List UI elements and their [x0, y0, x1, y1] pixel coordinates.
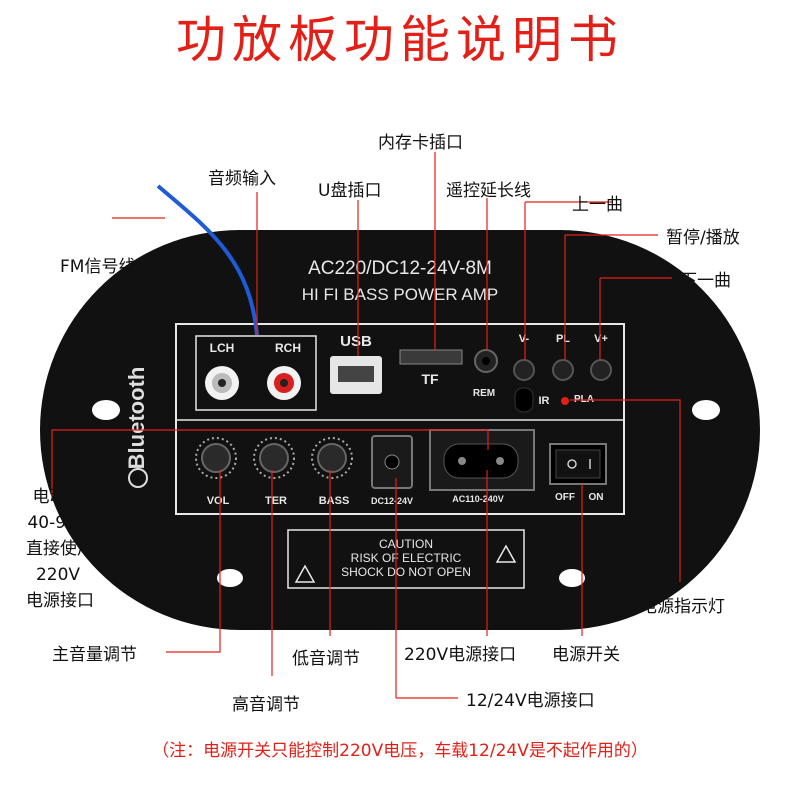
mount-hole-bl — [217, 569, 243, 587]
leader-lines — [51, 152, 681, 699]
warning-icon-left — [294, 564, 316, 583]
label-audio-in: 音频输入 — [208, 169, 276, 189]
power-led — [561, 397, 569, 405]
mount-hole-br — [559, 569, 585, 587]
label-ebike-1: 电动车 — [32, 487, 84, 507]
caution-line-1: CAUTION — [379, 537, 433, 551]
label-dc-port: 12/24V电源接口 — [466, 691, 595, 711]
bass-knob — [311, 437, 353, 479]
dc-label: DC12-24V — [371, 496, 413, 506]
treble-knob — [253, 437, 295, 479]
bluetooth-icon — [128, 468, 148, 488]
page-title: 功放板功能说明书 — [176, 11, 624, 69]
vplus-label: V+ — [594, 333, 608, 345]
rch-label: RCH — [275, 341, 301, 355]
label-usb-port: U盘插口 — [318, 181, 382, 201]
label-bass-adj: 低音调节 — [292, 649, 360, 669]
label-ebike-4: 220V — [35, 565, 81, 585]
caution-line-3: SHOCK DO NOT OPEN — [341, 565, 471, 579]
label-treble-adj: 高音调节 — [232, 695, 300, 715]
vminus-label: V- — [519, 333, 530, 345]
prev-button — [513, 359, 535, 381]
play-pause-button — [552, 359, 574, 381]
off-label: OFF — [555, 492, 575, 503]
pl-label: PL — [556, 333, 570, 345]
next-button — [590, 359, 612, 381]
front-panel — [175, 323, 625, 515]
label-ebike-group: 电动车 40-90V 直接使用 220V 电源接口 — [26, 484, 94, 614]
brand-text: Bluetooth — [124, 367, 149, 470]
label-ac-port: 220V电源接口 — [404, 645, 517, 665]
spec-line-1: AC220/DC12-24V-8M — [308, 258, 492, 279]
vol-knob — [195, 437, 237, 479]
footnote: （注：电源开关只能控制220V电压，车载12/24V是不起作用的） — [152, 741, 648, 761]
ir-sensor — [514, 387, 534, 413]
warning-icon-right — [495, 544, 517, 563]
label-ebike-2: 40-90V — [27, 513, 89, 533]
on-label: ON — [589, 492, 604, 503]
label-ebike-3: 直接使用 — [26, 539, 94, 559]
label-power-led: 电源指示灯 — [640, 597, 725, 617]
label-master-vol: 主音量调节 — [52, 645, 137, 665]
mount-hole-tl — [92, 400, 120, 420]
lch-label: LCH — [210, 341, 235, 355]
tf-slot — [399, 349, 463, 365]
vol-label: VOL — [207, 495, 230, 507]
ac-label: AC110-240V — [452, 494, 504, 504]
label-fm-wire: FM信号线 — [60, 257, 136, 277]
spec-line-2: HI FI BASS POWER AMP — [302, 285, 498, 304]
bluetooth-brand: Bluetooth — [124, 367, 149, 470]
label-prev-track: 上一曲 — [572, 195, 623, 215]
rem-label: REM — [473, 388, 495, 399]
label-next-track: 下一曲 — [680, 271, 731, 291]
caution-box — [287, 529, 525, 589]
label-power-switch: 电源开关 — [552, 645, 620, 665]
tf-label: TF — [421, 371, 439, 387]
caution-line-2: RISK OF ELECTRIC — [351, 551, 462, 565]
ter-label: TER — [265, 495, 287, 507]
ir-label: IR — [539, 395, 550, 407]
label-memory-card: 内存卡插口 — [378, 133, 463, 153]
label-ebike-5: 电源接口 — [26, 591, 94, 611]
label-pause-play: 暂停/播放 — [666, 228, 740, 248]
mount-hole-tr — [692, 400, 720, 420]
label-remote-ext: 遥控延长线 — [446, 181, 531, 201]
fm-wire — [156, 184, 259, 336]
usb-label: USB — [340, 333, 372, 350]
bass-label: BASS — [319, 495, 350, 507]
